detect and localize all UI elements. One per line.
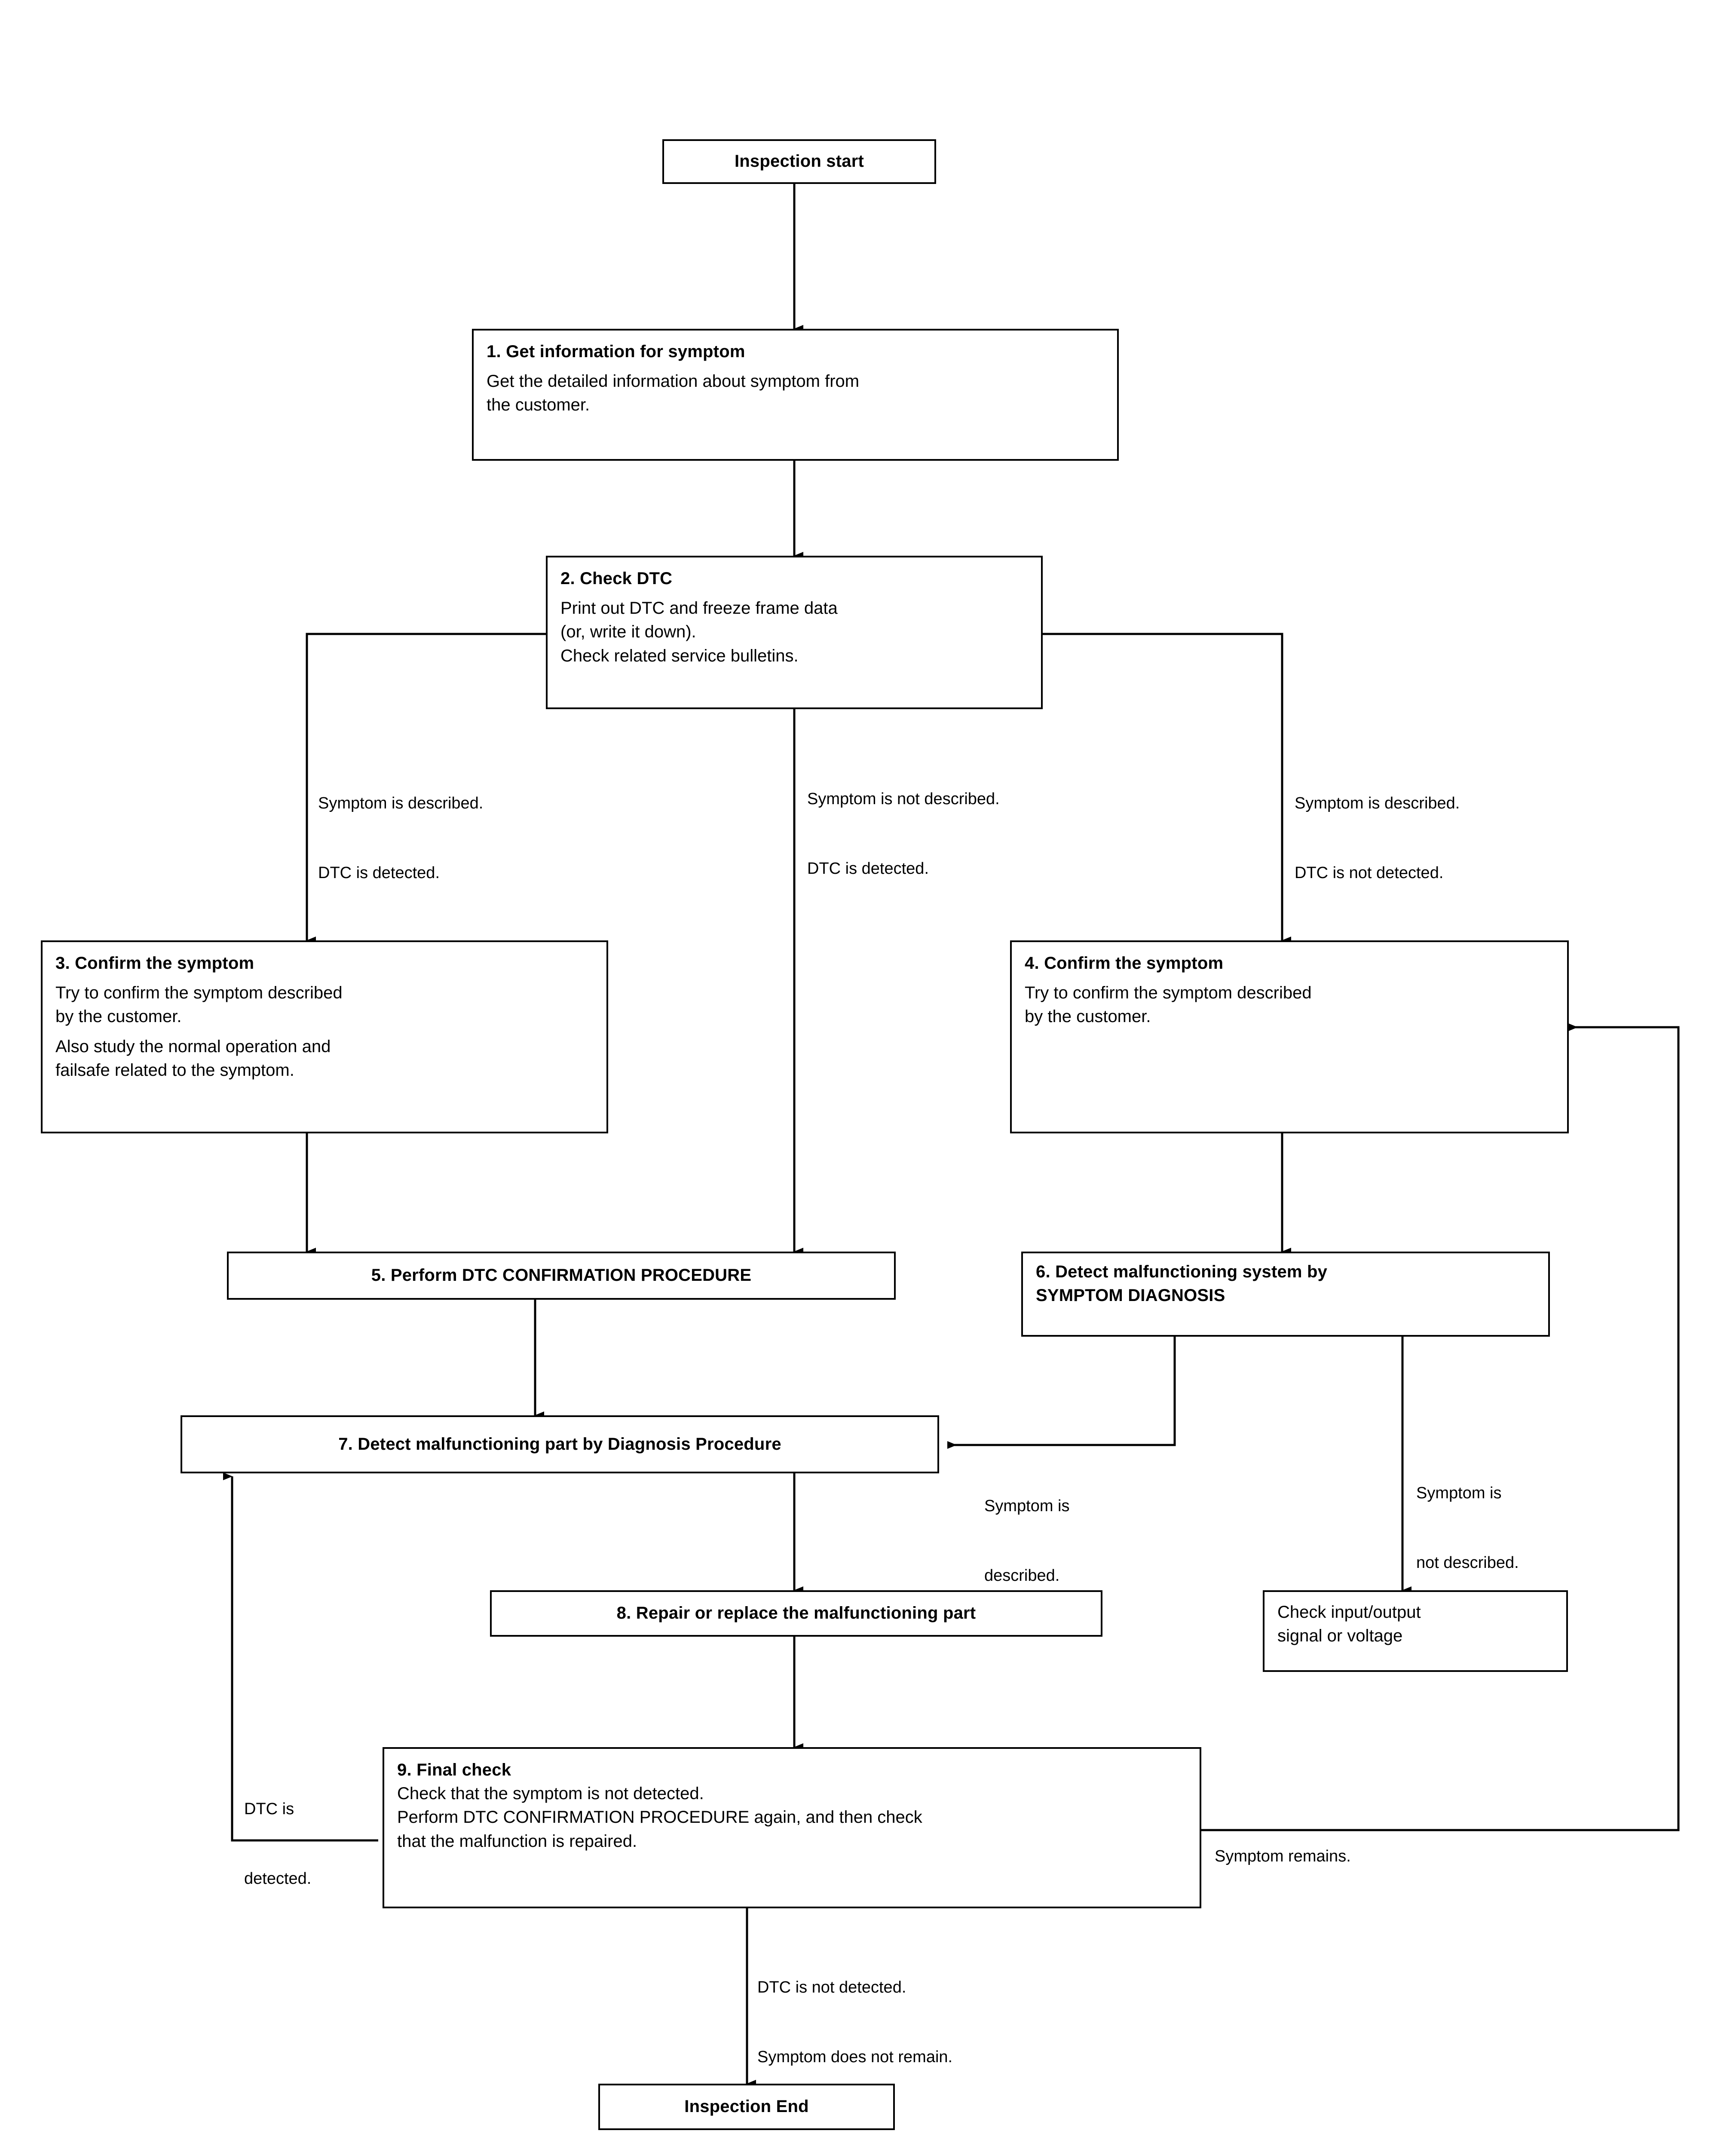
node-check-io: Check input/output signal or voltage <box>1263 1590 1568 1672</box>
spacer <box>55 975 595 981</box>
node-step-2-title: 2. Check DTC <box>560 569 673 588</box>
node-step-6: 6. Detect malfunctioning system by SYMPT… <box>1021 1252 1550 1337</box>
edge-label-branch-left-line-1: Symptom is described. <box>318 794 484 812</box>
node-inspection-end-label: Inspection End <box>684 2097 809 2116</box>
node-step-3-line-2: by the customer. <box>55 1007 182 1026</box>
node-step-4: 4. Confirm the symptom Try to confirm th… <box>1010 940 1569 1133</box>
node-step-1: 1. Get information for symptom Get the d… <box>472 329 1119 461</box>
edge-label-branch-middle: Symptom is not described. DTC is detecte… <box>807 741 1000 927</box>
edge-label-dtc-detected: DTC is detected. <box>244 1751 311 1937</box>
edge-label-branch-middle-line-2: DTC is detected. <box>807 859 929 878</box>
edge-label-symptom-described-line-2: described. <box>984 1566 1060 1585</box>
node-step-3-line-3: Also study the normal operation and <box>55 1037 331 1056</box>
edge-label-final-ok-line-2: Symptom does not remain. <box>757 2048 953 2066</box>
node-step-4-title: 4. Confirm the symptom <box>1025 954 1224 973</box>
node-step-3-line-1: Try to confirm the symptom described <box>55 983 343 1003</box>
edge-label-symptom-not-described-line-2: not described. <box>1416 1553 1519 1572</box>
node-step-2: 2. Check DTC Print out DTC and freeze fr… <box>546 556 1043 709</box>
edge-label-symptom-described: Symptom is described. <box>984 1448 1069 1634</box>
edge-label-branch-middle-line-1: Symptom is not described. <box>807 790 1000 808</box>
edge-label-branch-right: Symptom is described. DTC is not detecte… <box>1295 746 1460 931</box>
node-step-2-line-3: Check related service bulletins. <box>560 646 799 665</box>
edge-label-branch-right-line-1: Symptom is described. <box>1295 794 1460 812</box>
node-step-9-title: 9. Final check <box>397 1760 511 1779</box>
node-inspection-start: Inspection start <box>662 139 936 184</box>
node-step-1-line-2: the customer. <box>487 395 590 415</box>
node-inspection-start-label: Inspection start <box>734 152 864 171</box>
node-step-2-line-1: Print out DTC and freeze frame data <box>560 599 838 618</box>
edge-label-final-ok-line-1: DTC is not detected. <box>757 1978 906 1996</box>
edge-label-final-ok: DTC is not detected. Symptom does not re… <box>757 1930 952 2115</box>
spacer <box>1025 975 1556 981</box>
spacer <box>55 1029 595 1035</box>
node-step-2-line-2: (or, write it down). <box>560 622 696 642</box>
node-step-4-line-2: by the customer. <box>1025 1007 1151 1026</box>
node-step-3: 3. Confirm the symptom Try to confirm th… <box>41 940 608 1133</box>
node-step-8: 8. Repair or replace the malfunctioning … <box>490 1590 1102 1637</box>
edge-label-symptom-not-described-line-1: Symptom is <box>1416 1484 1502 1502</box>
edge-label-symptom-not-described: Symptom is not described. <box>1416 1436 1519 1621</box>
edge-label-symptom-remains-line-1: Symptom remains. <box>1215 1847 1351 1865</box>
node-step-9: 9. Final check Check that the symptom is… <box>383 1747 1201 1908</box>
node-step-5-title: 5. Perform DTC CONFIRMATION PROCEDURE <box>371 1266 752 1285</box>
edge-label-dtc-detected-line-2: detected. <box>244 1869 312 1888</box>
node-step-6-title-line-2: SYMPTOM DIAGNOSIS <box>1036 1286 1225 1305</box>
node-check-io-line-2: signal or voltage <box>1277 1626 1403 1646</box>
node-step-3-title: 3. Confirm the symptom <box>55 954 254 973</box>
node-step-7: 7. Detect malfunctioning part by Diagnos… <box>181 1415 939 1473</box>
spacer <box>560 591 1030 597</box>
edge-label-symptom-described-line-1: Symptom is <box>984 1497 1070 1515</box>
edge-label-branch-left: Symptom is described. DTC is detected. <box>318 746 483 931</box>
node-step-9-line-1: Check that the symptom is not detected. <box>397 1784 704 1803</box>
node-step-8-title: 8. Repair or replace the malfunctioning … <box>616 1604 976 1623</box>
spacer <box>487 364 1106 370</box>
node-step-1-title: 1. Get information for symptom <box>487 342 745 361</box>
edge-label-dtc-detected-line-1: DTC is <box>244 1800 294 1818</box>
node-inspection-end: Inspection End <box>598 2084 895 2130</box>
edge-label-branch-right-line-2: DTC is not detected. <box>1295 863 1444 882</box>
node-step-1-line-1: Get the detailed information about sympt… <box>487 372 860 391</box>
node-check-io-line-1: Check input/output <box>1277 1603 1421 1622</box>
node-step-9-line-3: that the malfunction is repaired. <box>397 1831 637 1851</box>
edge-label-symptom-remains: Symptom remains. <box>1215 1799 1351 1915</box>
node-step-3-line-4: failsafe related to the symptom. <box>55 1060 294 1080</box>
node-step-5: 5. Perform DTC CONFIRMATION PROCEDURE <box>227 1252 896 1300</box>
node-step-7-title: 7. Detect malfunctioning part by Diagnos… <box>338 1434 781 1454</box>
node-step-6-title-line-1: 6. Detect malfunctioning system by <box>1036 1262 1328 1281</box>
edge-label-branch-left-line-2: DTC is detected. <box>318 863 440 882</box>
node-step-9-line-2: Perform DTC CONFIRMATION PROCEDURE again… <box>397 1808 922 1827</box>
node-step-4-line-1: Try to confirm the symptom described <box>1025 983 1312 1003</box>
